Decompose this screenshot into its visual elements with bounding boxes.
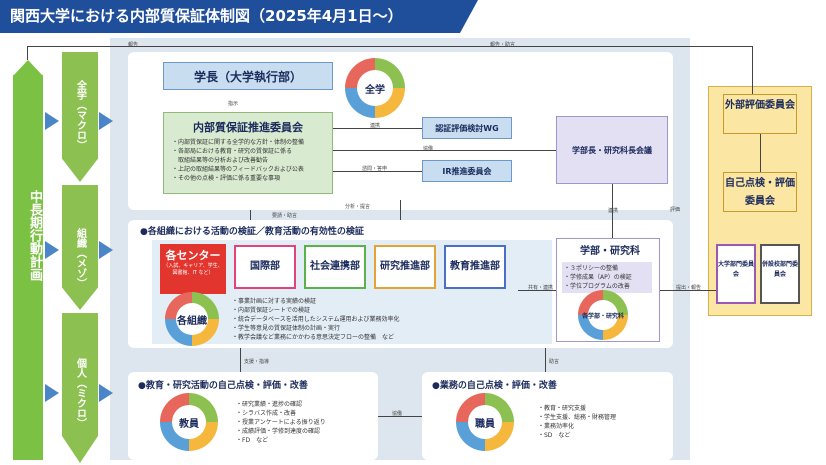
collaborate-label: 協働 <box>423 146 434 152</box>
ir-box: IR推進委員会 <box>422 160 512 182</box>
long-term-arrow-head <box>13 60 43 76</box>
top-report-label: 報告 <box>128 42 139 48</box>
org-faculty-line <box>518 290 556 291</box>
micro-level-arrow <box>62 313 98 463</box>
centers-title: 各センター <box>165 249 221 262</box>
arrow-right-macro-2 <box>99 112 113 130</box>
faculty-item: ・学修成果（AP）の検証 <box>564 274 632 281</box>
teacher-item-list: ・研究業績・進捗の確認 ・シラバス作成・改善 ・授業アンケートによる振り返り ・… <box>236 400 371 445</box>
org-section-title: ●各組織における活動の検証／教育活動の有効性の検証 <box>140 227 364 237</box>
faculty-committee-box: 大学部門委員会 <box>716 244 756 304</box>
teacher-cycle-icon: 教員 <box>160 393 218 451</box>
committee-item: ・各部局における教育・研究の質保証に係る <box>172 148 293 155</box>
direct-report-label: 指示 <box>228 101 239 107</box>
committee-item: ・その他の点検・評価に係る重要な事項 <box>172 175 281 182</box>
page-title: 関西大学における内部質保証体制図（2025年4月1日～） <box>0 0 478 33</box>
cooperate-2-label: 連携 <box>608 208 619 214</box>
dept-international: 国際部 <box>234 245 296 289</box>
org-item-list: ・事業計画に対する実績の検証 ・内部質保証シートでの検証 ・統合データベースを活… <box>232 297 532 342</box>
long-term-plan-label: 中長期行動計画 <box>27 189 42 281</box>
staff-item: ・SD など <box>538 432 571 439</box>
staff-item: ・教育・研究支援 <box>538 405 587 412</box>
deans-box: 学部長・研究科長会議 <box>556 116 668 184</box>
org-item: ・教学会議など業務にかかわる意思決定フローの整備 など <box>232 334 395 341</box>
teacher-item: ・成績評価・学修到達度の確認 <box>236 428 321 435</box>
long-term-plan-bar <box>13 75 43 460</box>
staff-item: ・学生支援、総務・財務管理 <box>538 414 617 421</box>
advise-label: 助言 <box>549 359 560 365</box>
meso-staff-link <box>545 348 546 372</box>
arrow-right-micro-2 <box>99 384 113 402</box>
assist-label: 支援・指導 <box>244 359 270 365</box>
committee-item: ・内部質保証に関する全学的な方針・体制の整備 <box>172 139 305 146</box>
deans-faculty-link <box>612 184 613 238</box>
org-item: ・事業計画に対する実績の検証 <box>232 298 317 305</box>
centers-box: 各センター （入試、キャリア、学生、図書館、IT など） <box>160 244 226 294</box>
committee-item: ・上記の取組結果等のフィードバックおよび公表 <box>172 166 304 173</box>
arrow-right-meso <box>45 241 59 259</box>
submit-label: 提出・報告 <box>676 285 702 291</box>
external-self-line <box>760 134 761 172</box>
teacher-item: ・FD など <box>236 437 269 444</box>
analyze-label: 分析・提言 <box>345 204 371 210</box>
share-label: 共有・連携 <box>528 285 554 291</box>
teacher-staff-line <box>378 416 422 417</box>
teacher-item: ・研究業績・進捗の確認 <box>236 401 303 408</box>
teacher-section-title: ●教育・研究活動の自己点検・評価・改善 <box>138 381 308 391</box>
staff-item-list: ・教育・研究支援 ・学生支援、総務・財務管理 ・業務効率化 ・SD など <box>538 404 668 440</box>
other-committee-box: 併設校部門委員会 <box>760 244 800 304</box>
faculty-item: ・３ポリシーの整備 <box>564 265 619 272</box>
macro-level-label: 全学（マクロ） <box>74 80 86 150</box>
collaborate-2-label: 協働 <box>392 411 403 417</box>
meso-level-arrow <box>62 185 98 310</box>
faculty-cycle-icon: 各学部・研究科 <box>578 290 628 340</box>
faculty-item-list: ・３ポリシーの整備 ・学修成果（AP）の検証 ・学位プログラムの改善 <box>562 262 652 293</box>
staff-section-title: ●業務の自己点検・評価・改善 <box>432 381 557 391</box>
committee-deans-line <box>333 150 556 151</box>
micro-level-label: 個人（ミクロ） <box>74 358 86 428</box>
consult-label: 諮問・答申 <box>362 166 388 172</box>
macro-meso-link-2 <box>400 200 401 220</box>
faculty-item: ・学位プログラムの改善 <box>564 283 630 290</box>
macro-level-arrow <box>62 52 98 182</box>
teacher-item: ・シラバス作成・改善 <box>236 410 296 417</box>
external-up-line <box>752 46 753 94</box>
arrow-right-micro <box>45 384 59 402</box>
centers-sub: （入試、キャリア、学生、図書館、IT など） <box>163 263 223 276</box>
committee-ir-line <box>333 171 422 172</box>
arrow-right-meso-2 <box>99 241 113 259</box>
dept-social: 社会連携部 <box>304 245 366 289</box>
arrow-right-macro <box>45 112 59 130</box>
evaluate-label: 評価 <box>670 207 681 213</box>
macro-meso-link <box>250 210 251 220</box>
external-eval-box: 外部評価委員会 <box>723 94 797 134</box>
org-item: ・学生等意見の質保証体制の計画・実行 <box>232 325 341 332</box>
top-feedback-drop <box>27 46 28 60</box>
faculty-box-title: 学部・研究科 <box>580 246 640 257</box>
teacher-item: ・授業アンケートによる振り返り <box>236 419 326 426</box>
organization-cycle-icon: 各組織 <box>165 292 219 346</box>
faculty-committee-line <box>660 290 716 291</box>
org-item: ・内部質保証シートでの検証 <box>232 307 311 314</box>
committee-box: 内部質保証推進委員会 ・内部質保証に関する全学的な方針・体制の整備 ・各部局にお… <box>163 112 333 194</box>
committee-title: 内部質保証推進委員会 <box>193 121 303 134</box>
staff-cycle-icon: 職員 <box>456 393 514 451</box>
self-eval-box: 自己点検・評価委員会 <box>723 172 797 212</box>
committee-wg-line <box>333 128 422 129</box>
request-label: 要請・助言 <box>272 213 298 219</box>
university-cycle-icon: 全学 <box>345 58 405 118</box>
meso-teacher-link <box>240 348 241 372</box>
cooperate-label: 連携 <box>370 123 381 129</box>
top-feedback-line <box>27 46 752 47</box>
org-item: ・統合データベースを活用したシステム運用および業務効率化 <box>232 316 400 323</box>
meso-level-label: 組織（メゾ） <box>74 228 86 288</box>
wg-box: 認証評価検討WG <box>422 117 512 139</box>
top-report-eval-label: 報告・助言 <box>490 42 516 48</box>
dept-research: 研究推進部 <box>374 245 436 289</box>
dept-education: 教育推進部 <box>444 245 506 289</box>
committee-item: 取組結果等の分析および改善勧告 <box>172 157 269 164</box>
president-box: 学長（大学執行部） <box>163 62 333 90</box>
staff-item: ・業務効率化 <box>538 423 575 430</box>
